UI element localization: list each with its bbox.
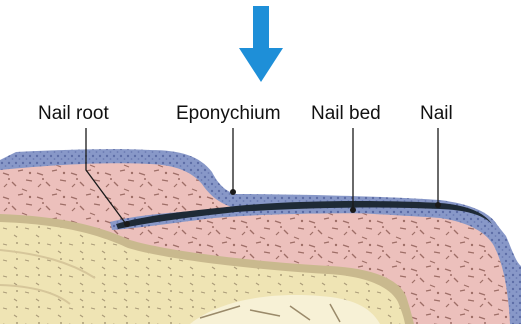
label-nail-root: Nail root bbox=[38, 103, 109, 125]
pointer-dot-nail-root bbox=[124, 221, 130, 227]
label-eponychium: Eponychium bbox=[176, 103, 281, 125]
pointer-dot-nail bbox=[435, 202, 441, 208]
arrow-down-icon bbox=[239, 6, 283, 82]
label-nail: Nail bbox=[420, 103, 453, 125]
label-nail-bed: Nail bed bbox=[311, 103, 381, 125]
pointer-dot-nail-bed bbox=[350, 207, 356, 213]
pointer-dot-eponychium bbox=[230, 189, 236, 195]
